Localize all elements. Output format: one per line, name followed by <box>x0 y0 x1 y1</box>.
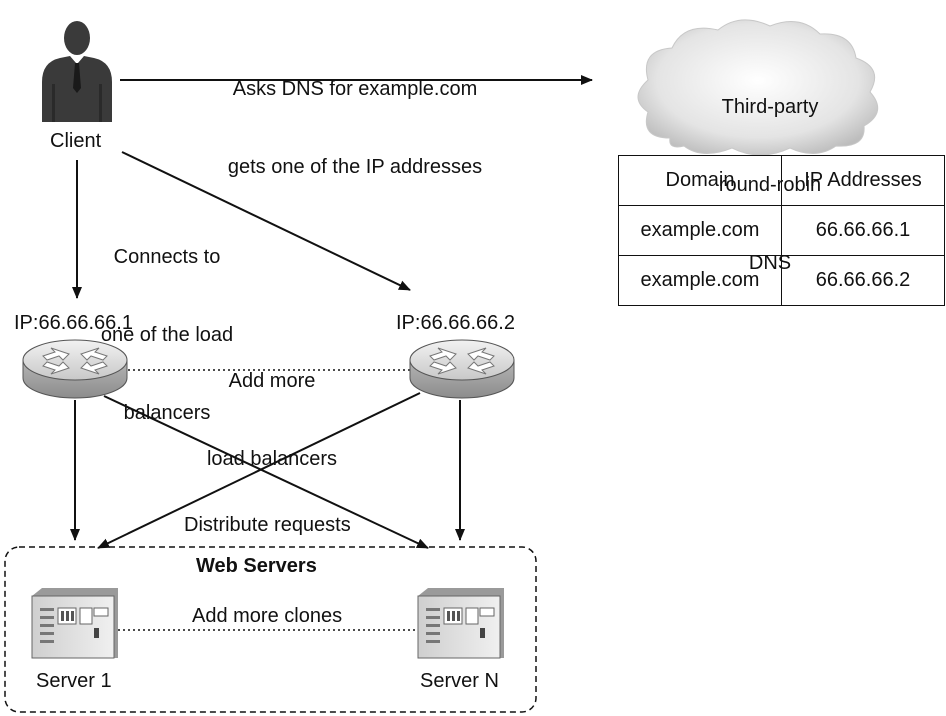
server-1-label: Server 1 <box>36 670 112 692</box>
add-lb-note-line2: load balancers <box>206 448 338 470</box>
client-label: Client <box>50 130 102 152</box>
table-header-row: Domain IP Addresses <box>618 155 945 206</box>
table-header-domain: Domain <box>618 155 782 206</box>
table-header-ip: IP Addresses <box>781 155 945 206</box>
lb2-ip-label: IP:66.66.66.2 <box>396 312 515 334</box>
connect-note-line2: one of the load <box>100 324 234 346</box>
table-cell-domain: example.com <box>618 255 782 306</box>
load-balancer-2-icon <box>409 339 515 399</box>
load-balancer-1-icon <box>22 339 128 399</box>
clone-note: Add more clones <box>192 605 343 627</box>
server-n-label: Server N <box>420 670 499 692</box>
lb1-to-servern-arrow <box>103 395 429 549</box>
table-cell-ip: 66.66.66.1 <box>781 205 945 256</box>
add-lb-note: Add more load balancers <box>192 316 352 498</box>
dns-cloud-icon <box>637 19 879 156</box>
connect-note-line3: balancers <box>123 402 211 424</box>
dns-query-line1: Asks DNS for example.com <box>232 78 478 100</box>
connect-note: Connects to one of the load balancers <box>92 192 242 452</box>
dns-query-line2: gets one of the IP addresses <box>227 156 483 178</box>
table-cell-ip: 66.66.66.2 <box>781 255 945 306</box>
lb1-ip-label: IP:66.66.66.1 <box>14 312 133 334</box>
dns-records-table: Domain IP Addresses example.com 66.66.66… <box>618 155 945 306</box>
dns-query-label: Asks DNS for example.com gets one of the… <box>200 24 510 206</box>
table-row: example.com 66.66.66.1 <box>618 205 945 256</box>
distribute-note: Distribute requests <box>184 514 351 536</box>
client-person-icon <box>42 21 112 122</box>
dns-cloud-line1: Third-party <box>721 96 819 118</box>
server-1-icon <box>31 588 118 659</box>
table-row: example.com 66.66.66.2 <box>618 255 945 306</box>
table-cell-domain: example.com <box>618 205 782 256</box>
web-servers-title: Web Servers <box>196 555 317 577</box>
connect-note-line1: Connects to <box>113 246 221 268</box>
lb2-to-server1-arrow <box>97 392 421 549</box>
server-n-icon <box>417 588 504 659</box>
web-servers-group <box>4 546 537 713</box>
client-to-lb2-arrow <box>121 151 411 291</box>
add-lb-note-line1: Add more <box>228 370 316 392</box>
